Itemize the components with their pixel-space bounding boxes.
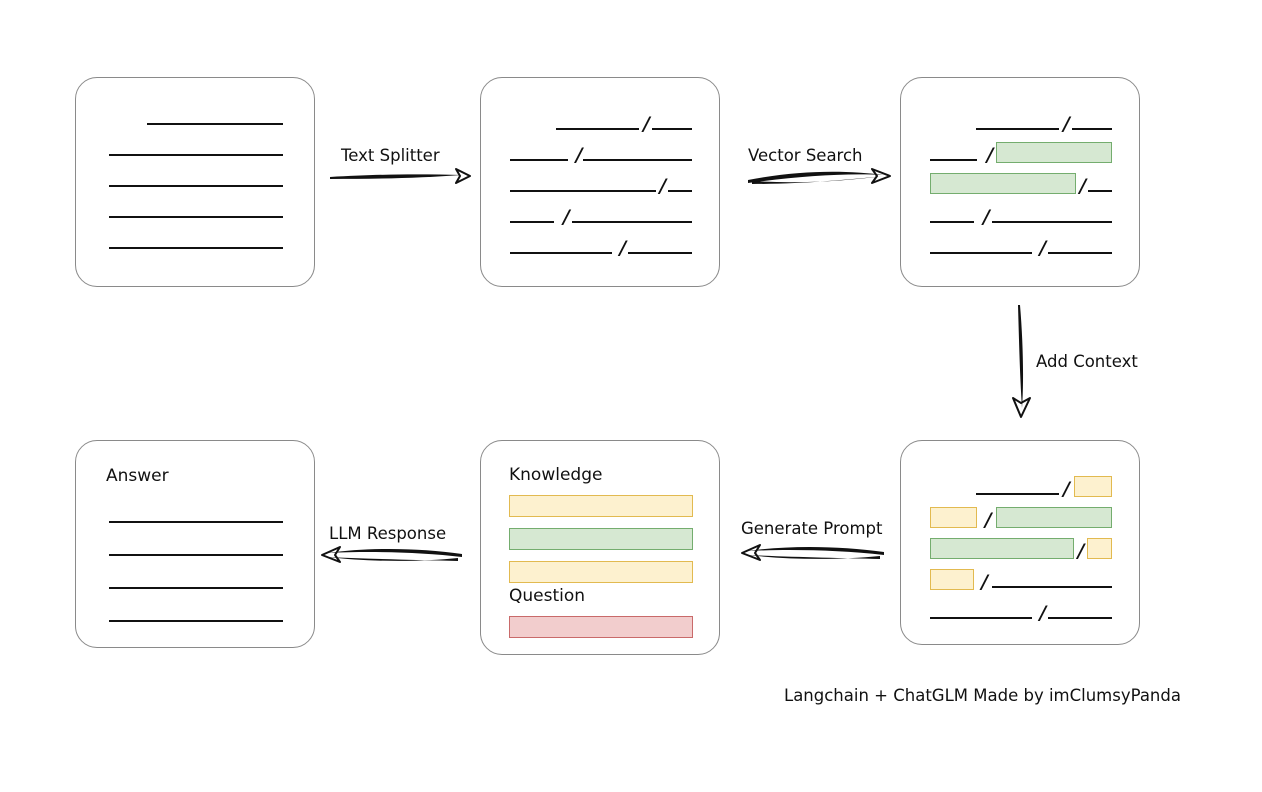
chunk-separator-slash: / xyxy=(575,144,583,166)
text-line xyxy=(510,190,656,192)
text-line xyxy=(651,128,692,130)
text-line xyxy=(109,587,283,589)
card-split-chunks[interactable]: / / / / / xyxy=(480,77,720,287)
highlight-chip-green xyxy=(930,173,1076,194)
source-document-lines xyxy=(76,78,314,286)
card-context-chunks[interactable]: / / / / / xyxy=(900,440,1140,645)
text-line xyxy=(991,586,1112,588)
arrow-label-vector-search: Vector Search xyxy=(748,146,863,165)
prompt-knowledge-bar-1 xyxy=(509,495,693,517)
prompt-knowledge-bar-3 xyxy=(509,561,693,583)
text-line xyxy=(510,159,569,161)
card-source-document[interactable] xyxy=(75,77,315,287)
chunk-separator-slash: / xyxy=(1079,175,1087,197)
text-line xyxy=(1071,128,1112,130)
text-line xyxy=(991,221,1112,223)
text-line xyxy=(930,252,1032,254)
highlight-chip-yellow xyxy=(1086,538,1112,559)
chunk-separator-slash: / xyxy=(980,571,988,593)
arrow-generate-prompt xyxy=(741,544,884,561)
context-chunks-lines: / / / / / xyxy=(901,441,1139,644)
text-line xyxy=(109,247,283,249)
card-answer[interactable]: Answer xyxy=(75,440,315,648)
text-line xyxy=(628,252,692,254)
chunk-separator-slash: / xyxy=(986,144,994,166)
chunk-separator-slash: / xyxy=(1062,113,1070,135)
prompt-knowledge-bar-2 xyxy=(509,528,693,550)
text-line xyxy=(1088,190,1112,192)
arrow-vector-search xyxy=(748,168,891,184)
text-line xyxy=(975,128,1060,130)
chunk-separator-slash: / xyxy=(619,237,627,259)
highlight-chip-yellow xyxy=(930,507,978,528)
chunk-separator-slash: / xyxy=(982,206,990,228)
text-line xyxy=(510,252,612,254)
arrow-label-generate-prompt: Generate Prompt xyxy=(741,519,883,538)
chunk-separator-slash: / xyxy=(1062,478,1070,500)
text-line xyxy=(109,216,283,218)
highlight-chip-yellow xyxy=(1073,476,1112,497)
arrow-text-splitter xyxy=(330,168,471,184)
vector-matched-chunks-lines: / / / / / xyxy=(901,78,1139,286)
chunk-separator-slash: / xyxy=(562,206,570,228)
chunk-separator-slash: / xyxy=(642,113,650,135)
card-prompt[interactable]: Knowledge Question xyxy=(480,440,720,655)
prompt-question-bar-1 xyxy=(509,616,693,638)
text-line xyxy=(930,617,1032,619)
highlight-chip-green xyxy=(930,538,1074,559)
text-line xyxy=(975,493,1060,495)
text-line xyxy=(571,221,692,223)
text-line xyxy=(1048,252,1112,254)
prompt-knowledge-label: Knowledge xyxy=(509,465,603,485)
arrow-label-add-context: Add Context xyxy=(1036,352,1138,371)
arrow-add-context xyxy=(1012,305,1031,418)
text-line xyxy=(930,221,974,223)
chunk-separator-slash: / xyxy=(1039,237,1047,259)
highlight-chip-green xyxy=(995,507,1112,528)
highlight-chip-green xyxy=(995,142,1112,163)
chunk-separator-slash: / xyxy=(984,509,992,531)
answer-lines xyxy=(76,441,314,647)
text-line xyxy=(109,154,283,156)
split-chunks-lines: / / / / / xyxy=(481,78,719,286)
text-line xyxy=(1048,617,1112,619)
answer-title: Answer xyxy=(106,466,169,486)
text-line xyxy=(109,554,283,556)
chunk-separator-slash: / xyxy=(1039,602,1047,624)
footer-credit: Langchain + ChatGLM Made by imClumsyPand… xyxy=(784,686,1181,705)
prompt-question-label: Question xyxy=(509,586,586,606)
text-line xyxy=(109,185,283,187)
card-vector-matched-chunks[interactable]: / / / / / xyxy=(900,77,1140,287)
text-line xyxy=(668,190,692,192)
text-line xyxy=(109,521,283,523)
text-line xyxy=(555,128,640,130)
arrow-llm-response xyxy=(321,546,462,563)
chunk-separator-slash: / xyxy=(1077,540,1085,562)
arrow-label-llm-response: LLM Response xyxy=(329,524,447,543)
text-line xyxy=(930,159,978,161)
text-line xyxy=(147,123,283,125)
text-line xyxy=(582,159,692,161)
arrow-label-text-splitter: Text Splitter xyxy=(341,146,440,165)
text-line xyxy=(510,221,554,223)
highlight-chip-yellow xyxy=(930,569,974,590)
text-line xyxy=(109,620,283,622)
chunk-separator-slash: / xyxy=(659,175,667,197)
